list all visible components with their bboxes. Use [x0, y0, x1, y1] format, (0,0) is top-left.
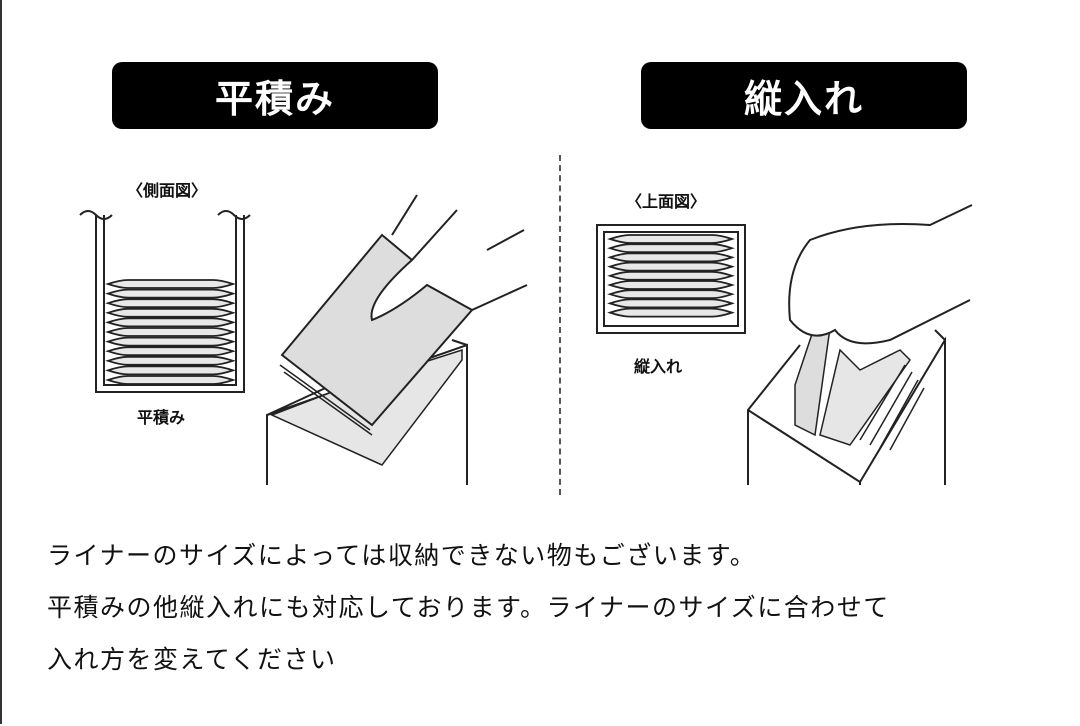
top-view-label: 〈上面図〉	[626, 192, 707, 211]
vertical-insert-illustration	[747, 204, 973, 485]
dashed-divider	[559, 155, 561, 495]
liner-sheet	[607, 270, 735, 281]
liner-sheet	[607, 261, 735, 272]
header-flat: 平積み	[112, 62, 438, 129]
note-line-2: 平積みの他縦入れにも対応しております。ライナーのサイズに合わせて	[47, 593, 890, 622]
side-view-label: 〈側面図〉	[127, 181, 208, 200]
liner-sheet	[105, 365, 236, 376]
liner-sheet	[607, 307, 735, 318]
liner-sheet	[105, 317, 236, 328]
liner-sheet	[105, 355, 236, 366]
vertical-caption: 縦入れ	[634, 357, 683, 376]
liner-sheet	[105, 298, 236, 309]
liner-sheet	[105, 288, 236, 299]
liner-sheet	[607, 234, 735, 244]
flat-caption: 平積み	[137, 408, 186, 427]
liner-sheet	[607, 243, 735, 254]
liner-sheet	[105, 307, 236, 318]
top-view-diagram	[596, 224, 746, 334]
liner-sheet	[607, 252, 735, 263]
liner-sheet	[105, 279, 236, 289]
liner-sheet	[607, 280, 735, 290]
note-line-1: ライナーのサイズによっては収納できない物もございます。	[47, 541, 757, 570]
liner-sheet	[607, 289, 735, 300]
header-vertical: 縦入れ	[641, 62, 967, 129]
liner-sheet	[105, 327, 236, 337]
side-view-diagram	[79, 210, 251, 393]
liner-sheet	[105, 336, 236, 347]
liner-sheet	[105, 346, 236, 357]
liner-sheet	[607, 298, 735, 309]
flat-insert-illustration	[266, 194, 528, 485]
liner-sheet	[105, 375, 236, 385]
note-line-3: 入れ方を変えてください	[47, 645, 337, 674]
